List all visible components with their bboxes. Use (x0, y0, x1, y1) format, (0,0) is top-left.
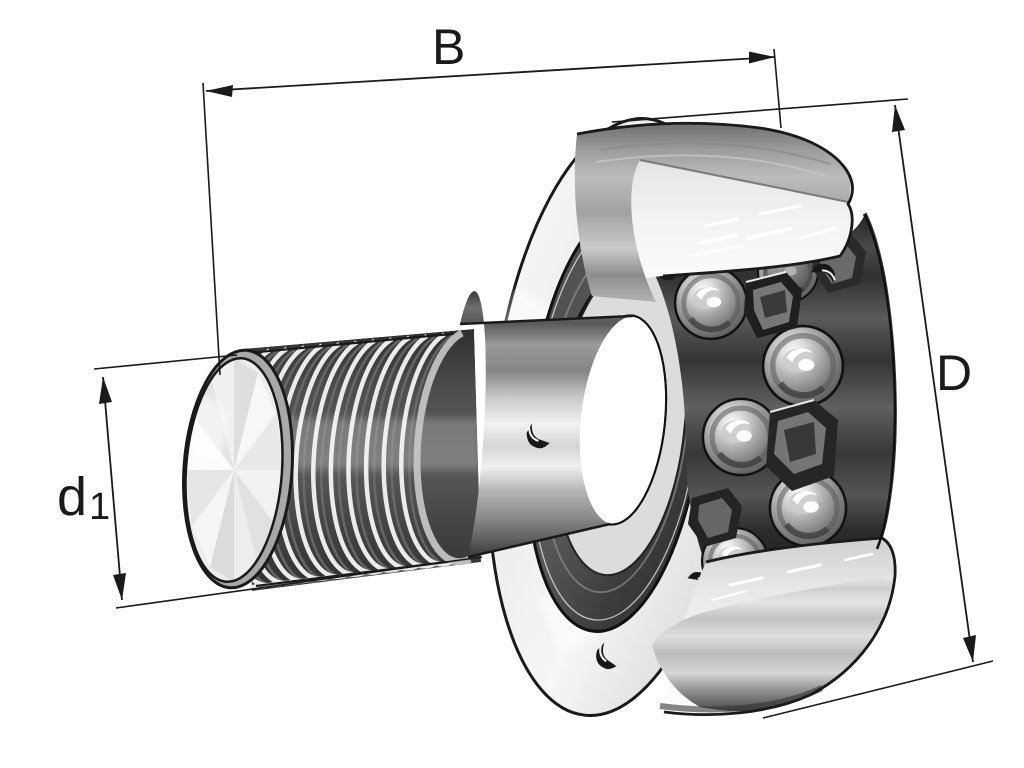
arrowhead (99, 377, 112, 404)
dimension-line (205, 56, 776, 92)
witness-line (611, 98, 909, 123)
bearing-ball (675, 267, 747, 339)
ball-cage-assembly (524, 232, 866, 672)
arrowhead (206, 85, 233, 97)
dim-label-d1: d1 (57, 467, 110, 528)
arrowhead (963, 635, 976, 662)
dim-label-B: B (432, 19, 465, 75)
witness-line (773, 48, 782, 129)
outer-ring-top-section (574, 121, 854, 302)
dimension-B (202, 48, 782, 376)
stud-face-starburst (186, 358, 282, 582)
cage-pocket (744, 271, 802, 338)
outer-ring-bottom-section (652, 536, 897, 716)
dimension-D (611, 98, 994, 719)
bearing-ball (763, 326, 843, 406)
witness-line (762, 660, 994, 719)
arrowhead (113, 573, 126, 600)
cage-pocket (766, 399, 838, 491)
dimension-d1 (93, 354, 483, 609)
thread-runout-band (413, 329, 472, 566)
arrowhead (749, 51, 775, 64)
dim-label-D: D (936, 345, 972, 401)
inner-ring-right-silhouette (862, 213, 897, 550)
cage-pocket-face (698, 498, 732, 538)
stud-pilot-shaft (459, 291, 633, 559)
machining-glints (711, 552, 874, 601)
witness-line (93, 354, 238, 370)
machining-glints (688, 204, 838, 258)
witness-line (202, 82, 221, 376)
dimension-line (894, 104, 974, 663)
thread-top-outline (247, 331, 463, 355)
arrowhead (892, 105, 905, 132)
stud-end-face (181, 348, 295, 590)
dimension-line (102, 376, 123, 601)
witness-line (115, 556, 483, 609)
